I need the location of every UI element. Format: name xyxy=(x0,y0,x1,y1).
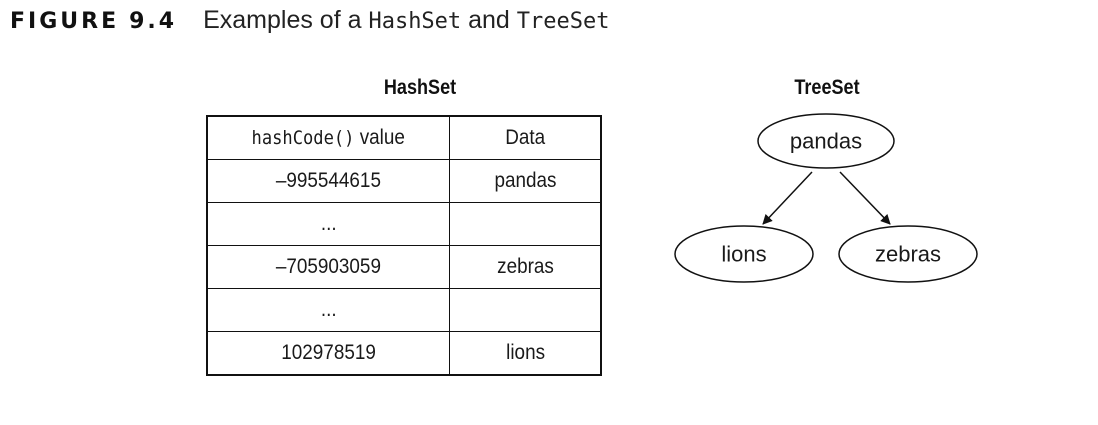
data-column-header: Data xyxy=(449,115,602,160)
data-cell: zebras xyxy=(449,245,602,289)
data-cell: pandas xyxy=(449,159,602,203)
hashset-table: hashCode() value Data –995544615 pandas … xyxy=(206,115,602,376)
figure-title: Examples of a HashSet and TreeSet xyxy=(203,6,609,35)
root-node xyxy=(757,113,895,169)
hashset-table-header-row: hashCode() value Data xyxy=(206,115,602,160)
hashcode-value-label: value xyxy=(354,126,406,149)
root-node-label: pandas xyxy=(790,129,862,154)
hashcode-column-header: hashCode() value xyxy=(206,115,451,160)
table-row: ... xyxy=(206,202,602,246)
table-row: ... xyxy=(206,288,602,332)
hashcode-method-label: hashCode() xyxy=(251,127,355,149)
hash-cell: –705903059 xyxy=(206,245,451,289)
edge-to-lions xyxy=(762,171,813,225)
hash-cell: ... xyxy=(206,202,451,246)
figure-title-treeset: TreeSet xyxy=(516,9,610,34)
figure-label: FIGURE xyxy=(10,9,120,34)
left-child-node xyxy=(674,225,814,283)
table-row: –705903059 zebras xyxy=(206,245,602,289)
left-child-label: lions xyxy=(721,242,766,267)
figure-title-prefix: Examples of a xyxy=(203,6,369,34)
table-row: –995544615 pandas xyxy=(206,159,602,203)
right-child-node xyxy=(838,225,978,283)
figure-title-hashset: HashSet xyxy=(368,9,462,34)
figure-caption: FIGURE 9.4 Examples of a HashSet and Tre… xyxy=(10,6,610,40)
figure-number: 9.4 xyxy=(129,9,178,34)
hash-cell: –995544615 xyxy=(206,159,451,203)
table-row: 102978519 lions xyxy=(206,331,602,376)
figure-title-middle: and xyxy=(461,6,517,34)
right-child-label: zebras xyxy=(875,242,941,267)
data-cell xyxy=(449,202,602,246)
data-cell: lions xyxy=(449,331,602,376)
treeset-heading: TreeSet xyxy=(794,76,860,99)
treeset-diagram: pandas lions zebras xyxy=(674,113,978,283)
hashset-heading: HashSet xyxy=(383,76,457,99)
data-cell xyxy=(449,288,602,332)
edge-to-zebras xyxy=(839,171,891,225)
hash-cell: 102978519 xyxy=(206,331,451,376)
hash-cell: ... xyxy=(206,288,451,332)
